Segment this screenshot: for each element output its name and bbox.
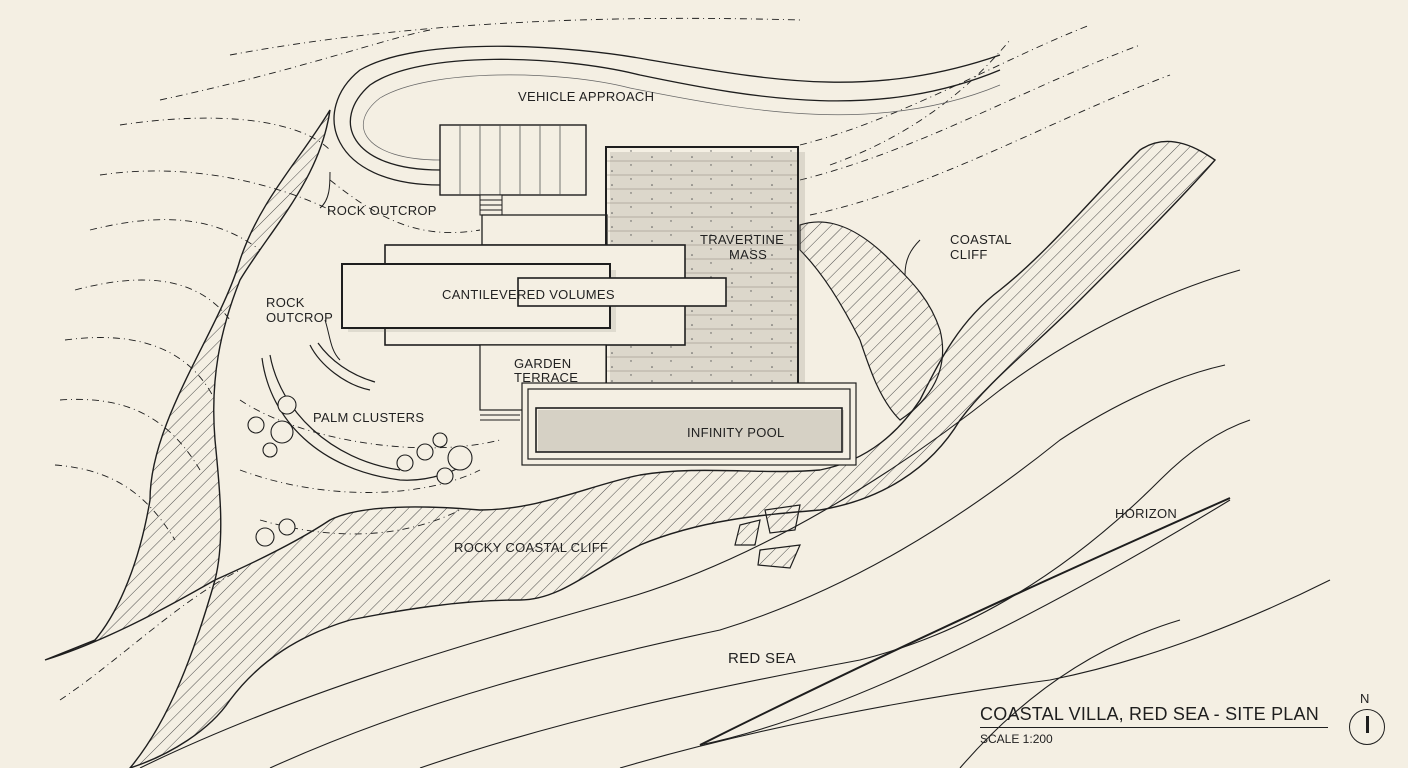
north-arrow-icon <box>1349 709 1385 745</box>
label-rocky-coastal-cliff: ROCKY COASTAL CLIFF <box>454 540 608 555</box>
label-rock-outcrop-2-line1: ROCK <box>266 295 305 310</box>
drawing-title: COASTAL VILLA, RED SEA - SITE PLAN <box>980 704 1328 728</box>
label-vehicle-approach: VEHICLE APPROACH <box>518 89 654 104</box>
label-cantilevered-volumes: CANTILEVERED VOLUMES <box>442 287 615 302</box>
label-coastal-line2: CLIFF <box>950 247 988 262</box>
label-horizon: HORIZON <box>1115 506 1177 521</box>
label-palm-clusters: PALM CLUSTERS <box>313 410 424 425</box>
north-label: N <box>1360 691 1370 706</box>
vehicle-approach-road <box>333 45 1001 186</box>
label-red-sea: RED SEA <box>728 650 796 667</box>
parking-pad <box>439 124 587 196</box>
palm-trees <box>247 395 473 547</box>
infinity-pool <box>521 382 857 466</box>
north-needle <box>1366 716 1369 733</box>
label-rock-outcrop-2-line2: OUTCROP <box>266 310 333 325</box>
drawing-scale: SCALE 1:200 <box>980 732 1053 746</box>
sea-wave-lines <box>139 269 1331 768</box>
cantilevered-volumes <box>341 244 727 346</box>
label-coastal-line1: COASTAL <box>950 232 1012 247</box>
steps <box>479 194 503 216</box>
cliff-hatching <box>44 109 1217 768</box>
leader-lines <box>319 171 921 361</box>
horizon-line <box>699 497 1231 746</box>
label-garden-line2: TERRACE <box>514 370 578 385</box>
label-rock-outcrop-1: ROCK OUTCROP <box>327 203 437 218</box>
label-garden-line1: GARDEN <box>514 356 571 371</box>
label-travertine-line2: MASS <box>729 247 767 262</box>
label-infinity-pool: INFINITY POOL <box>687 425 785 440</box>
label-travertine-line1: TRAVERTINE <box>700 232 784 247</box>
entry-corridor <box>481 214 608 246</box>
title-block: COASTAL VILLA, RED SEA - SITE PLAN SCALE… <box>980 704 1328 746</box>
